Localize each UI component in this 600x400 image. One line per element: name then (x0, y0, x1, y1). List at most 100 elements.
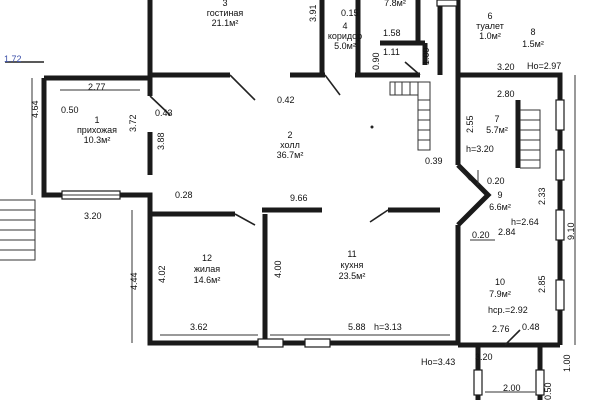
dimension-lines (31, 75, 576, 393)
room-4-area: 5.0м² (334, 41, 356, 51)
doors (149, 61, 521, 346)
wall-east (458, 72, 563, 345)
room-8-number: 8 (530, 27, 535, 37)
dim-1-11: 1.11 (383, 47, 400, 57)
stair-room8 (520, 109, 541, 169)
window-east-4 (555, 279, 565, 311)
door-wc (404, 61, 421, 76)
dim-3-88: 3.88 (156, 132, 166, 150)
room-12-number: 12 (202, 253, 212, 263)
dim-0-20: 0.20 (487, 176, 505, 186)
window-wc (436, 0, 458, 7)
door-entry-hall (149, 95, 171, 116)
height-room9b: h=2.64 (511, 217, 539, 227)
dim-0-28: 0.28 (175, 190, 193, 200)
room-2-area: 36.7м² (277, 150, 304, 160)
room-8-area: 1.5м² (522, 39, 544, 49)
height-bottom: Но=3.43 (421, 357, 455, 367)
dim-3-20-bottom: 3.20 (475, 352, 493, 362)
room-9-area: 6.6м² (489, 202, 511, 212)
room-3-area: 21.1м² (212, 18, 239, 28)
height-room10: hср.=2.92 (488, 305, 528, 315)
dim-0-50: 0.50 (61, 105, 79, 115)
window-east-2 (555, 149, 565, 181)
window-east-1 (555, 99, 565, 131)
stair-inner-outline (389, 81, 431, 151)
room-3-name: гостиная (207, 8, 244, 18)
stairs (0, 61, 541, 261)
wall-south-entry (120, 192, 153, 214)
room-4-number: 4 (342, 21, 347, 31)
room-7-number: 7 (494, 114, 499, 124)
dim-4-02: 4.02 (157, 265, 167, 283)
dim-3-62: 3.62 (190, 322, 208, 332)
dim-3-20-top: 3.20 (497, 62, 515, 72)
dim-2-55: 2.55 (465, 115, 475, 133)
wall-room9-diag (456, 163, 492, 227)
dim-3-72: 3.72 (128, 114, 138, 132)
wall-south-living (147, 214, 458, 346)
door-room9 (457, 164, 471, 181)
top-room-area: 7.8м² (384, 0, 406, 8)
height-room9: h=3.20 (466, 144, 494, 154)
room-7-area: 5.7м² (486, 125, 508, 135)
room-11-name: кухня (341, 260, 364, 270)
room-1-area: 10.3м² (84, 135, 111, 145)
dim-4-00: 4.00 (273, 260, 283, 278)
dim-3-20-left: 3.20 (84, 211, 102, 221)
dim-0-42: 0.42 (277, 95, 295, 105)
dim-5-88: 5.88 (348, 322, 366, 332)
room-10-area: 7.9м² (489, 289, 511, 299)
dim-9-10: 9.10 (566, 222, 576, 240)
room-12-name: жилая (194, 264, 220, 274)
dim-2-76: 2.76 (492, 324, 510, 334)
room-2-name: холл (280, 140, 300, 150)
dimension-labels: 1.72 0.15 1.58 1.11 2.77 0.50 0.43 0.42 … (4, 8, 561, 393)
dim-0-39: 0.39 (425, 156, 443, 166)
dim-0-90: 0.90 (371, 52, 381, 70)
window-east-3 (555, 209, 565, 241)
dim-3-91: 3.91 (308, 4, 318, 22)
dimension-labels-vertical: 3.91 0.90 1.09 4.64 3.72 3.88 2.55 2.33 … (30, 4, 576, 400)
windows (61, 0, 565, 396)
door-living (234, 213, 256, 226)
dim-0-50b: 0.50 (543, 382, 553, 400)
room-1-number: 1 (94, 115, 99, 125)
door-kitchen (369, 209, 389, 223)
dim-4-64: 4.64 (30, 100, 40, 118)
door-gostinaya (229, 74, 256, 101)
room-6-area: 1.0м² (479, 31, 501, 41)
dim-0-20b: 0.20 (472, 230, 490, 240)
dim-1-58: 1.58 (383, 28, 401, 38)
wall-west-entry (41, 78, 62, 198)
dim-0-43: 0.43 (155, 108, 173, 118)
dim-2-85: 2.85 (537, 275, 547, 293)
dim-9-66: 9.66 (290, 193, 308, 203)
room-11-number: 11 (347, 249, 356, 259)
room-1-name: прихожая (77, 125, 117, 135)
dim-1-09: 1.09 (421, 47, 431, 65)
room-10-number: 10 (495, 277, 505, 287)
room-12-area: 14.6м² (194, 275, 221, 285)
room-9-number: 9 (497, 190, 502, 200)
door-room10 (504, 329, 521, 346)
dim-1-00: 1.00 (562, 354, 572, 372)
room-6-number: 6 (487, 11, 492, 21)
hall-point-mark (370, 125, 374, 129)
window-kitchen-2 (304, 338, 331, 348)
dim-2-84: 2.84 (498, 227, 516, 237)
door-corridor (324, 74, 341, 96)
walls (41, 0, 563, 400)
dim-0-15: 0.15 (341, 8, 359, 18)
dim-2-77: 2.77 (88, 82, 106, 92)
dim-0-48: 0.48 (522, 322, 540, 332)
dim-2-33: 2.33 (537, 187, 547, 205)
window-bay-east (535, 369, 545, 396)
dim-4-44: 4.44 (129, 272, 139, 290)
window-kitchen-1 (257, 338, 284, 348)
room-2-number: 2 (287, 130, 292, 140)
height-kitchen: h=3.13 (374, 322, 402, 332)
dim-1-72: 1.72 (4, 54, 22, 64)
